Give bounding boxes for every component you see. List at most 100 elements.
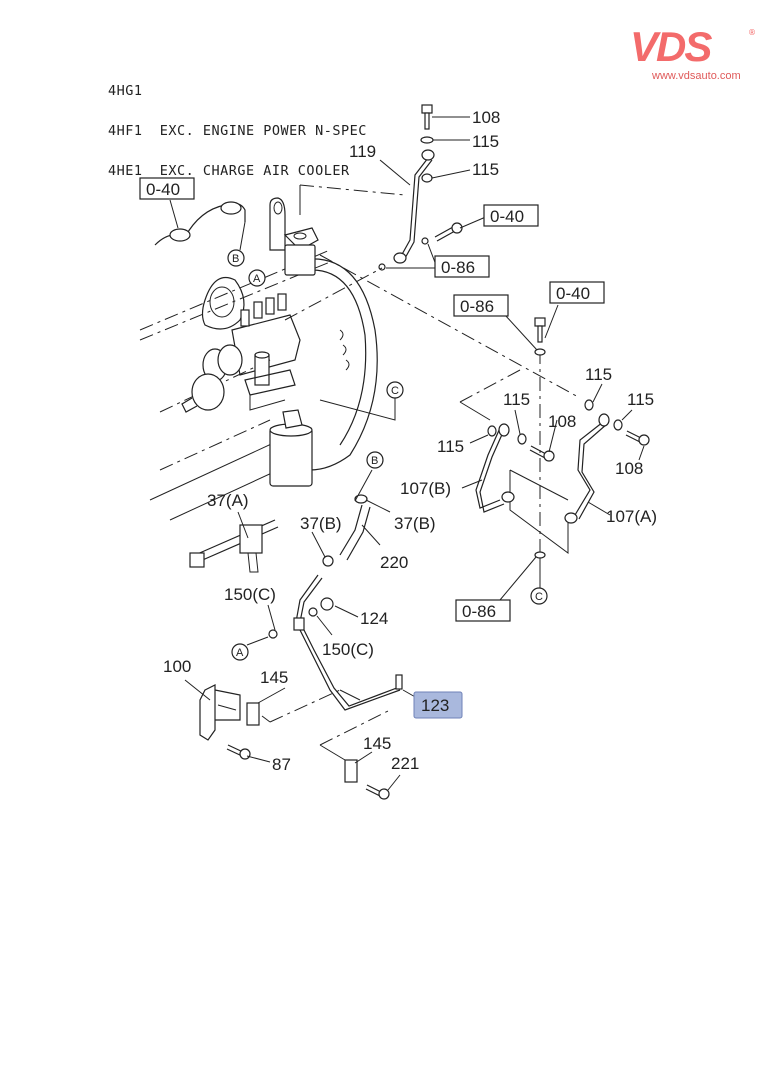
circle-ref-c: C <box>386 381 404 399</box>
callout-119[interactable]: 119 <box>349 142 376 161</box>
harness-clip-37a <box>189 519 279 573</box>
bolt-221 <box>365 784 390 800</box>
bolt-87 <box>226 744 251 760</box>
ref-box-086 <box>434 255 490 278</box>
washer-115 <box>584 399 594 411</box>
callout-115[interactable]: 115 <box>472 160 499 179</box>
injection-pump <box>181 293 301 413</box>
circle-ref-b: B <box>227 249 245 267</box>
logo-url: www.vdsauto.com <box>652 70 741 82</box>
highlight-box-123 <box>413 691 463 719</box>
clamp-37b <box>322 555 334 567</box>
svg-text:A: A <box>253 273 261 285</box>
callout-220[interactable]: 220 <box>380 553 408 572</box>
svg-text:C: C <box>535 591 543 603</box>
model-note-line: 4HE1 EXC. CHARGE AIR COOLER <box>108 163 350 179</box>
circle-ref-c: C <box>530 587 548 605</box>
registered-mark: ® <box>748 28 756 37</box>
model-note-line: 4HG1 <box>108 83 143 99</box>
ref-callout-086[interactable]: 0-86 <box>462 602 496 621</box>
leader-dash <box>459 369 521 403</box>
callout-37a[interactable]: 37(A) <box>207 491 249 510</box>
bolt-040-right <box>534 317 546 343</box>
bolt-108-right <box>625 430 650 446</box>
washer-086 <box>534 348 546 356</box>
model-applicability-note: 4HG1 4HF1 EXC. ENGINE POWER N-SPEC 4HE1 … <box>108 58 367 205</box>
fuel-filter-lower <box>269 409 313 487</box>
callout-150c[interactable]: 150(C) <box>224 585 276 604</box>
callout-108[interactable]: 108 <box>548 412 576 431</box>
callout-107a[interactable]: 107(A) <box>606 507 657 526</box>
logo-mark: VDS <box>630 23 712 70</box>
callout-115[interactable]: 115 <box>437 437 464 456</box>
pipe-119 <box>393 149 435 264</box>
callout-150c[interactable]: 150(C) <box>322 640 374 659</box>
leader <box>261 715 271 723</box>
callout-221[interactable]: 221 <box>391 754 419 773</box>
fuel-filter-upper <box>269 197 319 276</box>
circle-ref-a: A <box>231 643 249 661</box>
callout-37b[interactable]: 37(B) <box>394 514 436 533</box>
bolt-108-top <box>421 104 433 130</box>
callout-145[interactable]: 145 <box>260 668 288 687</box>
svg-text:A: A <box>236 647 244 659</box>
leader-dash <box>319 709 391 746</box>
svg-text:C: C <box>391 385 399 397</box>
ref-callout-040[interactable]: 0-40 <box>556 284 590 303</box>
callout-37b[interactable]: 37(B) <box>300 514 342 533</box>
pipe-107a <box>564 413 610 524</box>
washer-115 <box>421 173 433 183</box>
callout-115[interactable]: 115 <box>627 390 654 409</box>
clip-145 <box>246 702 260 726</box>
callout-108[interactable]: 108 <box>472 108 500 127</box>
leader-dash <box>269 689 341 723</box>
vds-logo: VDS ® www.vdsauto.com <box>630 26 760 86</box>
ref-box-040 <box>483 204 539 227</box>
ref-box-086 <box>453 294 509 317</box>
callout-115[interactable]: 115 <box>585 365 612 384</box>
clip-145 <box>344 759 358 783</box>
callout-115[interactable]: 115 <box>472 132 499 151</box>
callout-108[interactable]: 108 <box>615 459 643 478</box>
bolt-040 <box>434 222 463 242</box>
svg-text:B: B <box>232 253 239 265</box>
leader <box>319 744 346 761</box>
frame-line <box>509 469 569 501</box>
washer-086 <box>378 263 386 271</box>
glow-plug-harness <box>154 199 246 251</box>
nut-124 <box>320 597 334 611</box>
washer-150c <box>268 629 278 639</box>
ref-callout-040[interactable]: 0-40 <box>146 180 180 199</box>
washer-150c <box>308 607 318 617</box>
circle-ref-b: B <box>366 451 384 469</box>
ref-callout-086[interactable]: 0-86 <box>441 258 475 277</box>
leader <box>339 689 361 701</box>
leader-dash <box>319 254 581 399</box>
callout-145[interactable]: 145 <box>363 734 391 753</box>
ref-box-086 <box>455 599 511 622</box>
leader-dash <box>299 184 406 196</box>
washer-115 <box>613 419 623 431</box>
ref-box-040 <box>549 281 605 304</box>
leader-dash <box>284 267 383 321</box>
ref-callout-086[interactable]: 0-86 <box>460 297 494 316</box>
leader-lines <box>184 116 645 791</box>
callout-107b[interactable]: 107(B) <box>400 479 451 498</box>
model-note-line: 4HF1 EXC. ENGINE POWER N-SPEC <box>108 123 367 139</box>
washer-115 <box>420 136 434 144</box>
callout-100[interactable]: 100 <box>163 657 191 676</box>
ref-box-040 <box>139 177 195 200</box>
callout-124[interactable]: 124 <box>360 609 388 628</box>
svg-text:B: B <box>371 455 378 467</box>
washer-115 <box>487 425 497 437</box>
bracket-100 <box>199 684 241 741</box>
ref-callout-040[interactable]: 0-40 <box>490 207 524 226</box>
callout-115[interactable]: 115 <box>503 390 530 409</box>
circle-ref-a: A <box>248 269 266 287</box>
pipe-107b <box>475 423 515 513</box>
washer-086 <box>421 237 429 245</box>
callout-87[interactable]: 87 <box>272 755 291 774</box>
callout-123-selected[interactable]: 123 <box>421 696 449 715</box>
